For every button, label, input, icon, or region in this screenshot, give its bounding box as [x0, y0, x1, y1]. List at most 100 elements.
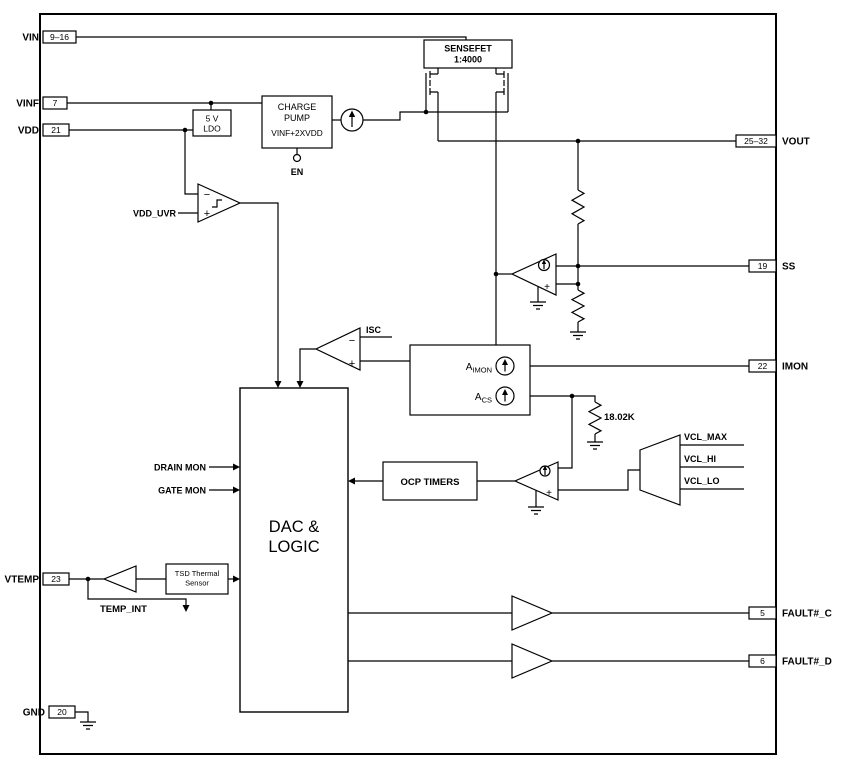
resistor-18k-label: 18.02K [604, 412, 635, 423]
pin-label-vin: VIN [22, 33, 39, 44]
comparator-icon [197, 183, 242, 223]
charge-pump-line1: CHARGE [278, 102, 317, 112]
pin-fault-c: 5 FAULT#_C [748, 606, 832, 620]
pin-box [42, 572, 70, 586]
pin-number: 21 [51, 125, 61, 135]
resistor-18k [587, 401, 603, 435]
ss-amplifier: + [510, 253, 557, 296]
vcl-hi-label: VCL_HI [684, 454, 716, 464]
pin-box [48, 705, 76, 719]
resistors [570, 189, 603, 435]
pin-vtemp: VTEMP 23 [5, 572, 70, 586]
amon-label: AIMON [466, 362, 492, 375]
ground-icon [528, 506, 544, 515]
pin-number: 22 [758, 361, 768, 371]
pin-ss: 19 SS [748, 259, 796, 273]
sensefet-title: SENSEFET [444, 44, 492, 54]
pin-vout: 25–32 VOUT [735, 134, 810, 148]
ic-boundary [39, 13, 777, 755]
sensefet-block: SENSEFET 1:4000 [423, 39, 513, 141]
pin-number: 9–16 [50, 32, 69, 42]
sensefet-ratio: 1:4000 [454, 55, 482, 65]
pin-label-fault-c: FAULT#_C [782, 609, 832, 620]
isc-minus: − [349, 335, 355, 347]
fault-d-buffer [511, 643, 554, 679]
pin-number: 25–32 [744, 136, 768, 146]
ground-icon [587, 441, 603, 450]
ground-symbols [80, 301, 603, 730]
pin-label-imon: IMON [782, 362, 808, 373]
ground-icon [530, 301, 546, 310]
pin-box [748, 359, 777, 373]
vcl-comp-plus: + [546, 488, 552, 499]
pin-label-vdd: VDD [18, 126, 39, 137]
pin-number: 7 [53, 98, 58, 108]
isc-plus: + [349, 358, 355, 370]
mux-icon [639, 434, 681, 506]
charge-pump-block: CHARGE PUMP VINF+2XVDD EN [261, 95, 333, 177]
pin-label-vtemp: VTEMP [5, 575, 40, 586]
pin-label-gnd: GND [23, 708, 45, 719]
ocp-timers-label: OCP TIMERS [401, 477, 460, 488]
pin-gnd: GND 20 [23, 705, 76, 719]
buffer-icon [102, 565, 137, 593]
ocp-timers-block: OCP TIMERS [382, 461, 478, 501]
en-terminal-icon [292, 153, 302, 163]
pin-number: 20 [57, 707, 67, 717]
pin-label-vinf: VINF [16, 99, 39, 110]
dac-logic-block: DAC & LOGIC [239, 387, 349, 713]
pin-fault-d: 6 FAULT#_D [748, 654, 832, 668]
main-fet-icon [425, 68, 439, 141]
tsd-line2: Sensor [185, 579, 209, 588]
ground-icon [80, 721, 96, 730]
isc-label: ISC [366, 325, 382, 335]
resistor-ss-bottom [570, 289, 586, 323]
uvr-minus: − [204, 189, 210, 201]
wiring [67, 36, 749, 722]
buffer-icon [511, 595, 554, 631]
drain-mon-label: DRAIN MON [154, 463, 206, 473]
pin-number: 23 [51, 574, 61, 584]
pin-number: 19 [758, 261, 768, 271]
resistor-ss-top [570, 189, 586, 225]
comparator-icon [314, 327, 361, 371]
vtemp-buffer [102, 565, 137, 593]
ldo-line2: LDO [203, 124, 221, 134]
vdd-uvr-label: VDD_UVR [133, 209, 177, 219]
charge-pump-line3: VINF+2XVDD [271, 128, 322, 138]
sense-fet-icon [495, 68, 509, 112]
current-sense-block: AIMON ACS [409, 344, 531, 416]
buffer-icon [511, 643, 554, 679]
tsd-block: TSD Thermal Sensor [165, 563, 229, 595]
vcl-mux: VCL_MAX VCL_HI VCL_LO [639, 432, 727, 506]
fault-c-buffer [511, 595, 554, 631]
pin-label-ss: SS [782, 262, 796, 273]
temp-int-label: TEMP_INT [100, 604, 147, 615]
isc-comparator: − + ISC [314, 325, 382, 371]
vcl-max-label: VCL_MAX [684, 432, 727, 442]
pin-box [42, 96, 68, 110]
acs-label: ACS [475, 392, 492, 405]
ground-icon [570, 331, 586, 340]
pin-imon: 22 IMON [748, 359, 808, 373]
signal-arrowheads [182, 381, 355, 612]
pin-box [735, 134, 777, 148]
vcl-lo-label: VCL_LO [684, 476, 720, 486]
pin-box [42, 123, 70, 137]
ldo-block: 5 V LDO [192, 109, 232, 137]
pin-vin: VIN 9–16 [22, 30, 77, 44]
vdd-uvr-comparator: − + VDD_UVR [133, 183, 242, 223]
en-label: EN [291, 167, 304, 177]
pin-vdd: VDD 21 [18, 123, 70, 137]
uvr-plus: + [204, 208, 210, 220]
pin-number: 5 [760, 608, 765, 618]
pin-box [748, 259, 777, 273]
gate-mon-label: GATE MON [158, 486, 206, 496]
pin-label-vout: VOUT [782, 137, 810, 148]
dac-logic-line1: DAC & [269, 518, 319, 536]
hysteresis-icon [212, 199, 222, 208]
pin-box [748, 606, 777, 620]
pin-number: 6 [760, 656, 765, 666]
